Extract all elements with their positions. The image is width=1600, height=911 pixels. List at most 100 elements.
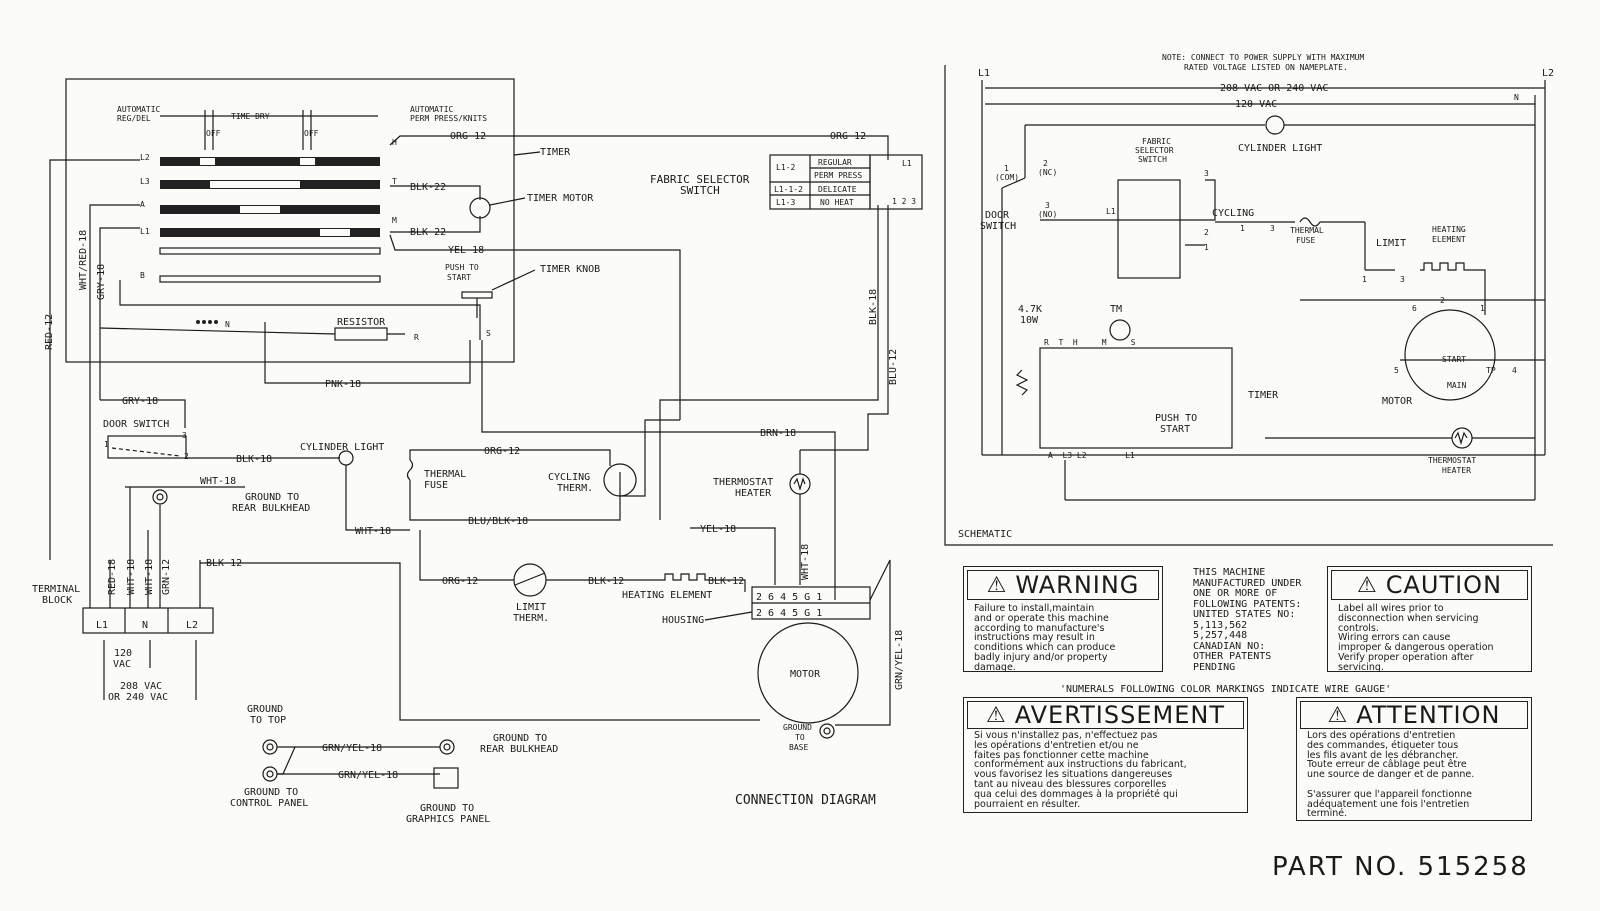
term-s: S — [486, 329, 491, 338]
label-housing: HOUSING — [662, 615, 704, 626]
resistor-symbol — [334, 327, 388, 341]
timer-housing — [65, 78, 515, 363]
svg-text:3: 3 — [182, 431, 187, 440]
term-l2: L2 — [140, 153, 150, 162]
wire-org12-c: ORG-12 — [442, 576, 478, 587]
attention-box: ⚠ ATTENTION Lors des opérations d'entreti… — [1296, 697, 1532, 821]
warning-body: Failure to install,maintain and or opera… — [974, 603, 1116, 673]
tb-n: N — [142, 620, 148, 631]
wire-blk12-a: BLK-12 — [206, 558, 242, 569]
term-r: R — [414, 333, 419, 342]
term-t: T — [392, 177, 397, 186]
sch-fabric-selector-box — [1117, 179, 1181, 279]
fs-pos-3: L1-1-2 — [774, 185, 803, 194]
svg-text:2: 2 — [184, 452, 189, 461]
caution-body: Label all wires prior to disconnection w… — [1338, 603, 1494, 673]
wire-blk22-a: BLK-22 — [410, 182, 446, 193]
sch-resistor-symbol — [1015, 369, 1029, 396]
label-timer-knob: TIMER KNOB — [540, 264, 600, 275]
thermal-fuse-symbol — [406, 459, 414, 481]
label-door-switch: DOOR SWITCH — [103, 419, 169, 430]
term-m: M — [392, 216, 397, 225]
door-switch-symbol — [107, 435, 187, 459]
label-timer: TIMER — [540, 147, 571, 158]
label-off-2: OFF — [304, 129, 319, 138]
term-b: B — [140, 271, 145, 280]
label-cylinder-light: CYLINDER LIGHT — [300, 442, 384, 453]
schematic-title: SCHEMATIC — [958, 529, 1012, 540]
wire-wht18-a: WHT-18 — [200, 476, 236, 487]
attention-icon: ⚠ — [1327, 702, 1349, 728]
warning-box: ⚠ WARNING Failure to install,maintain and… — [963, 566, 1163, 672]
fs-pos-4: L1-3 — [776, 198, 795, 207]
tb-l1: L1 — [96, 620, 108, 631]
wire-org12-b: ORG-12 — [484, 446, 520, 457]
svg-text:4: 4 — [1512, 366, 1517, 375]
wire-yel18-b: YEL-18 — [700, 524, 736, 535]
label-off-1: OFF — [206, 129, 221, 138]
patent-text: THIS MACHINE MANUFACTURED UNDER ONE OR M… — [1193, 567, 1302, 673]
sch-main: MAIN — [1447, 381, 1466, 390]
wire-gry18-h: GRY-18 — [122, 396, 158, 407]
sch-nc: 2(NC) — [1038, 159, 1057, 177]
motor-pins-top: 2 6 4 5 G 1 — [756, 592, 822, 603]
fs-mode-4: NO HEAT — [820, 198, 854, 207]
motor-symbol — [757, 622, 859, 724]
svg-text:6: 6 — [1412, 304, 1417, 313]
caution-icon: ⚠ — [1356, 572, 1378, 598]
avertissement-title: AVERTISSEMENT — [1014, 701, 1225, 729]
wire-red12: RED-12 — [44, 314, 55, 350]
svg-text:1: 1 — [1204, 243, 1209, 252]
sch-timer-terms: R T H M S — [1044, 338, 1136, 347]
svg-text:3: 3 — [1204, 169, 1209, 178]
fs-term-l1: L1 — [902, 159, 912, 168]
label-heating-element: HEATING ELEMENT — [622, 590, 712, 601]
warning-title: WARNING — [1015, 571, 1140, 599]
sch-com: 1(COM) — [995, 164, 1019, 182]
wire-grn-yel18-b: GRN/YEL-18 — [338, 770, 398, 781]
sch-cylinder-light: CYLINDER LIGHT — [1238, 143, 1322, 154]
fs-mode-2: PERM PRESS — [814, 171, 862, 180]
wire-gauge-note: 'NUMERALS FOLLOWING COLOR MARKINGS INDIC… — [1060, 684, 1392, 695]
wire-blu12: BLU-12 — [888, 349, 899, 385]
sch-cylinder-light-symbol — [1265, 115, 1285, 135]
svg-text:L1: L1 — [1106, 207, 1116, 216]
wire-wht18-d: WHT-18 — [144, 559, 155, 595]
wire-blu-blk18: BLU/BLK-18 — [468, 516, 528, 527]
term-l3: L3 — [140, 177, 150, 186]
sch-motor: MOTOR — [1382, 396, 1413, 407]
svg-text:1: 1 — [1362, 275, 1367, 284]
wire-org12-top: ORG-12 — [830, 131, 866, 142]
wire-red12-path — [49, 159, 140, 560]
svg-text:3: 3 — [1270, 224, 1275, 233]
wire-wht18-c: WHT-18 — [126, 559, 137, 595]
wire-wht18-v: WHT-18 — [800, 544, 811, 580]
attention-title: ATTENTION — [1356, 701, 1501, 729]
warning-icon: ⚠ — [986, 572, 1008, 598]
attention-body: Lors des opérations d'entretien des comm… — [1307, 730, 1475, 820]
term-n: N — [225, 320, 230, 329]
avertissement-body: Si vous n'installez pas, n'effectuez pas… — [974, 730, 1187, 810]
wire-yel18: YEL-18 — [448, 245, 484, 256]
term-l1: L1 — [140, 227, 150, 236]
wire-blk18-v: BLK-18 — [868, 289, 879, 325]
sch-thermal-fuse-symbol — [1299, 217, 1321, 227]
sch-cycling: CYCLING — [1212, 208, 1254, 219]
sch-tm: TM — [1110, 304, 1122, 315]
avertissement-box: ⚠AVERTISSEMENT Si vous n'installez pas, … — [963, 697, 1248, 813]
fs-mode-3: DELICATE — [818, 185, 857, 194]
